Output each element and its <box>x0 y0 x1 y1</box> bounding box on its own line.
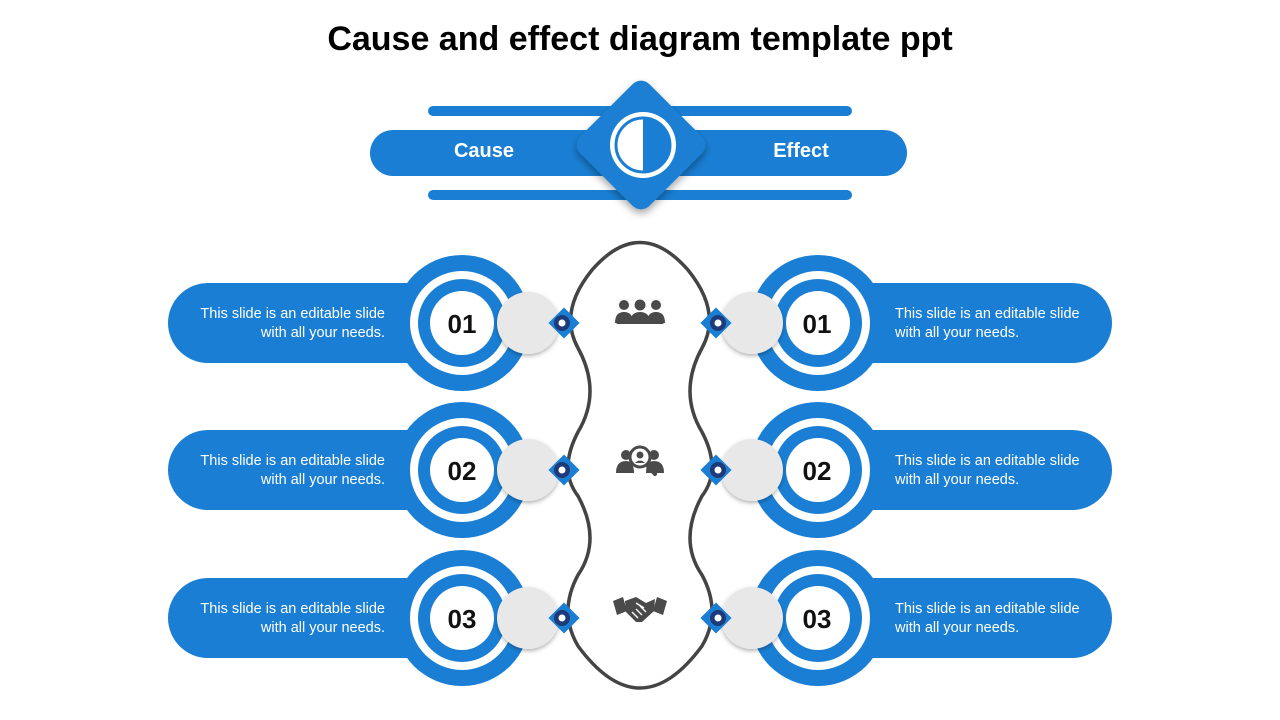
right-number-disc <box>786 291 850 355</box>
row-2 <box>168 402 1112 538</box>
left-description-03: This slide is an editable slide with all… <box>200 601 385 636</box>
right-description-02: This slide is an editable slide with all… <box>895 453 1080 488</box>
left-connector-disc <box>497 292 559 354</box>
left-connector-disc <box>497 439 559 501</box>
right-connector-disc <box>721 439 783 501</box>
left-number-02: 02 <box>447 456 477 486</box>
right-connector-disc <box>721 587 783 649</box>
left-diamond-marker <box>548 307 580 339</box>
left-number-disc <box>430 586 494 650</box>
right-diamond-marker <box>700 307 732 339</box>
left-number-disc <box>430 438 494 502</box>
cause-label: Cause <box>453 140 515 162</box>
right-pill <box>812 283 1112 363</box>
left-description-02: This slide is an editable slide with all… <box>200 453 385 488</box>
left-number-01: 01 <box>447 309 477 339</box>
left-number-03: 03 <box>447 604 477 634</box>
right-number-02: 02 <box>802 456 832 486</box>
team-group-icon <box>615 299 665 324</box>
effect-label: Effect <box>773 140 829 162</box>
left-diamond-marker <box>548 454 580 486</box>
right-diamond-marker <box>700 454 732 486</box>
right-description-03: This slide is an editable slide with all… <box>895 601 1080 636</box>
left-pill <box>168 430 468 510</box>
handshake-icon <box>613 597 667 622</box>
right-connector-disc <box>721 292 783 354</box>
row-3 <box>168 550 1112 686</box>
left-pill <box>168 578 468 658</box>
right-pill <box>812 578 1112 658</box>
right-number-03: 03 <box>802 604 832 634</box>
row-1 <box>168 255 1112 391</box>
left-pill <box>168 283 468 363</box>
right-description-01: This slide is an editable slide with all… <box>895 306 1080 341</box>
right-pill <box>812 430 1112 510</box>
header-banner <box>370 80 907 210</box>
left-number-disc <box>430 291 494 355</box>
right-number-disc <box>786 586 850 650</box>
half-circle-icon <box>610 112 676 178</box>
people-search-icon <box>616 445 664 476</box>
right-number-01: 01 <box>802 309 832 339</box>
left-description-01: This slide is an editable slide with all… <box>200 306 385 341</box>
left-connector-disc <box>497 587 559 649</box>
slide-title: Cause and effect diagram template ppt <box>327 20 953 58</box>
right-number-disc <box>786 438 850 502</box>
